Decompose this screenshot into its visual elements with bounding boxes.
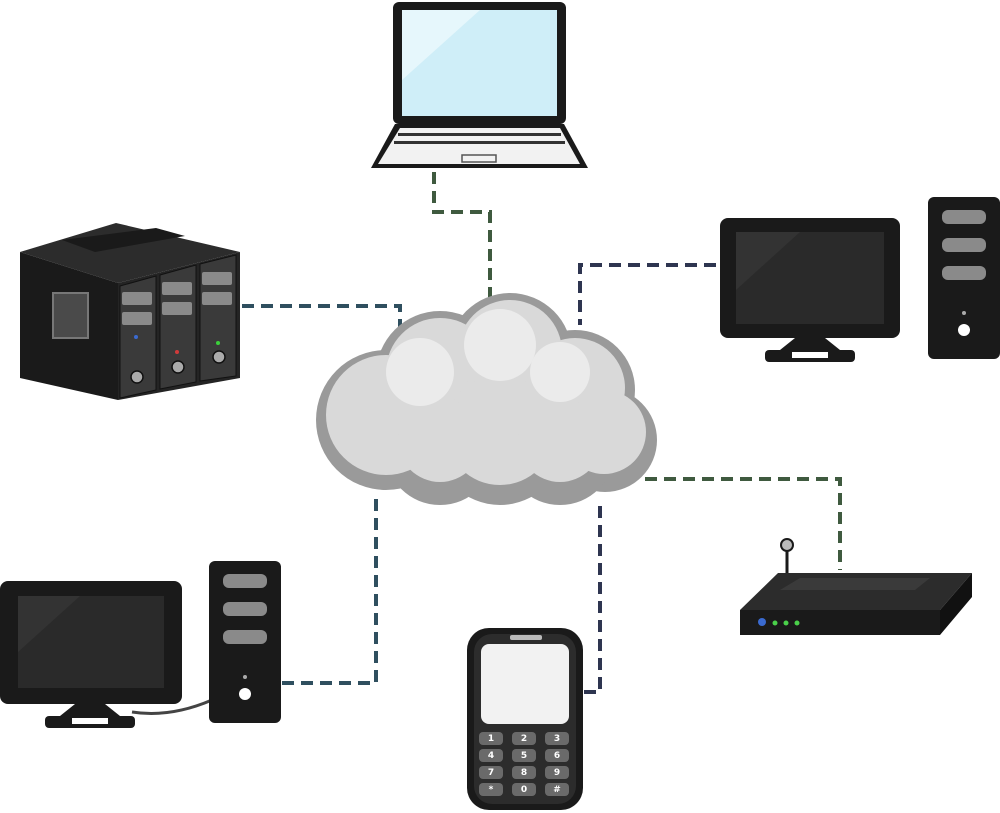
phone-key[interactable]: 3 — [545, 732, 569, 745]
laptop-icon[interactable] — [371, 2, 588, 168]
monitor-cable — [131, 698, 213, 715]
link-desktop-left-cloud — [282, 495, 378, 685]
cloud-icon — [316, 293, 657, 505]
monitor-icon — [720, 218, 900, 362]
phone-key-label: 0 — [521, 785, 527, 795]
phone-key[interactable]: 1 — [479, 732, 503, 745]
phone-key[interactable]: 5 — [512, 749, 536, 762]
desktop-computer-icon[interactable] — [0, 561, 281, 728]
link-phone-cloud — [584, 502, 602, 694]
monitor-icon — [0, 581, 182, 728]
phone-key-label: 1 — [488, 734, 494, 744]
phone-key-label: 3 — [554, 734, 560, 744]
desktop-computer-icon[interactable] — [720, 197, 1000, 362]
mobile-phone-icon[interactable]: 1 2 3 4 5 6 7 8 9 * 0 # — [467, 628, 583, 810]
phone-key-label: # — [553, 785, 561, 795]
phone-key-label: 2 — [521, 734, 527, 744]
link-server-cloud — [242, 304, 402, 330]
network-links — [242, 172, 842, 694]
phone-key[interactable]: 2 — [512, 732, 536, 745]
phone-key[interactable]: 4 — [479, 749, 503, 762]
server-drive-bays — [119, 254, 237, 399]
phone-key-label: 8 — [521, 768, 527, 778]
computer-tower-icon — [209, 561, 281, 723]
phone-key-label: 4 — [488, 751, 494, 761]
phone-key[interactable]: 9 — [545, 766, 569, 779]
phone-keypad: 1 2 3 4 5 6 7 8 9 * 0 # — [479, 732, 569, 796]
phone-key[interactable]: 7 — [479, 766, 503, 779]
server-rack-icon[interactable] — [20, 223, 240, 400]
phone-key-label: * — [489, 785, 494, 795]
phone-key-label: 5 — [521, 751, 527, 761]
computer-tower-icon — [928, 197, 1000, 359]
link-router-cloud — [645, 477, 842, 570]
phone-key[interactable]: 6 — [545, 749, 569, 762]
phone-key-label: 6 — [554, 751, 560, 761]
phone-key-label: 9 — [554, 768, 560, 778]
phone-key-label: 7 — [488, 768, 494, 778]
phone-key[interactable]: 0 — [512, 783, 536, 796]
wireless-router-icon[interactable] — [740, 538, 972, 635]
phone-key[interactable]: 8 — [512, 766, 536, 779]
phone-key[interactable]: # — [545, 783, 569, 796]
phone-key[interactable]: * — [479, 783, 503, 796]
link-desktop-right-cloud — [578, 263, 716, 325]
link-laptop-cloud — [432, 172, 492, 305]
